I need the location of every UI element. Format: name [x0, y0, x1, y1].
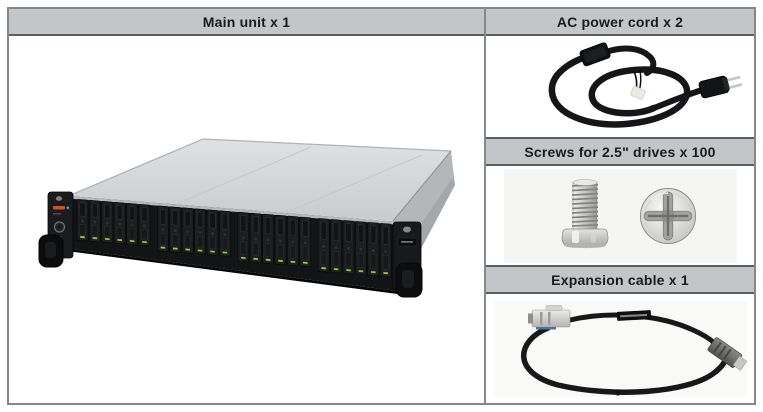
- nas-photo: [38, 138, 455, 298]
- iec-connector: [579, 41, 611, 66]
- main-unit-image: [9, 36, 484, 403]
- accessories-column: AC power cord x 2: [486, 9, 754, 403]
- nas-top-panel: [65, 138, 452, 221]
- cable-clip-icon: [614, 389, 621, 396]
- drive-screws-photo: [503, 168, 737, 263]
- screws-header: Screws for 2.5" drives x 100: [486, 137, 754, 166]
- screws-header-label: Screws for 2.5" drives x 100: [524, 143, 716, 160]
- plug-prong-icon: [728, 82, 742, 89]
- left-rack-ear: [38, 191, 74, 268]
- power-cord-image: [486, 36, 754, 137]
- cable-label: [616, 309, 651, 321]
- packing-list-table: Main unit x 1: [7, 7, 756, 405]
- power-cord-header: AC power cord x 2: [486, 9, 754, 36]
- cable-connector-right: [707, 336, 747, 371]
- main-unit-header: Main unit x 1: [9, 9, 484, 36]
- rack-screw-hole-icon: [403, 226, 411, 233]
- expansion-cable-header-label: Expansion cable x 1: [551, 271, 689, 288]
- cable-connector-left: [527, 304, 570, 329]
- wall-plug: [698, 75, 742, 98]
- main-unit-header-label: Main unit x 1: [202, 13, 291, 30]
- status-led-icon: [66, 206, 70, 209]
- plug-prong-icon: [727, 75, 740, 81]
- synology-logo: [53, 206, 65, 210]
- screw-side-view: [561, 178, 608, 248]
- main-unit-column: Main unit x 1: [9, 9, 486, 403]
- cable-tie-label: [629, 85, 646, 100]
- ac-power-cord-photo: [548, 41, 742, 128]
- power-cord-header-label: AC power cord x 2: [556, 13, 684, 30]
- expansion-cable-image: [486, 294, 754, 403]
- screws-image: [486, 166, 754, 265]
- expansion-cable-header: Expansion cable x 1: [486, 265, 754, 294]
- cord-cable: [548, 45, 705, 128]
- screw-top-view: [639, 187, 696, 244]
- right-rack-ear: [392, 221, 423, 298]
- rack-screw-hole-icon: [55, 196, 63, 201]
- expansion-cable-photo: [493, 300, 747, 397]
